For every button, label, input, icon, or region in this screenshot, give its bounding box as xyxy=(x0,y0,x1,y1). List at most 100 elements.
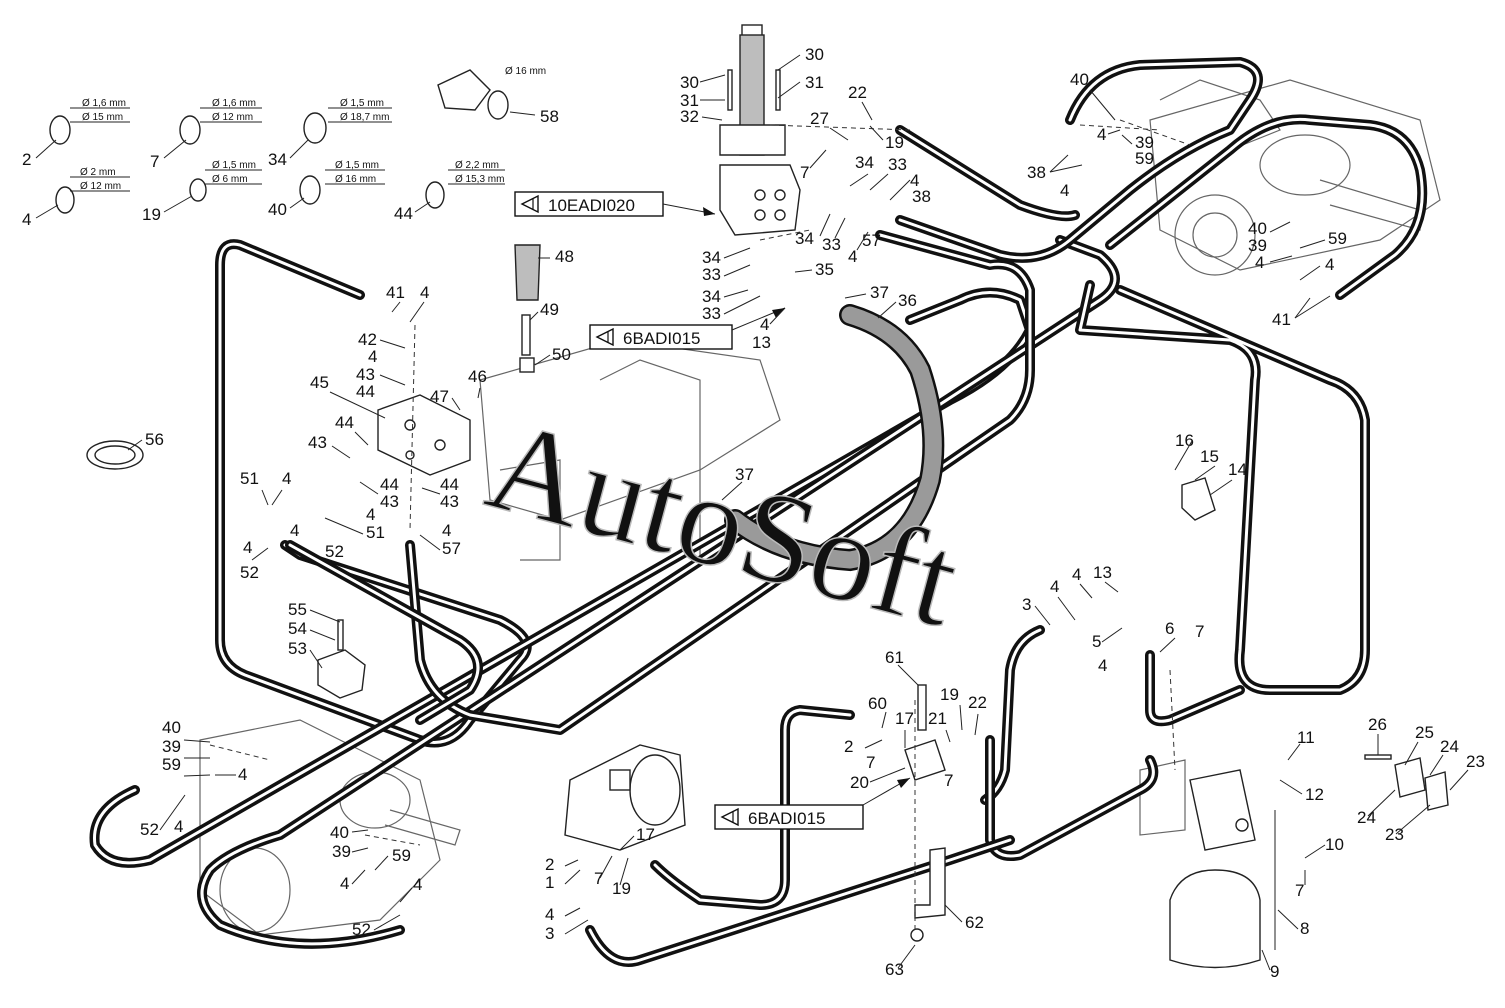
callout-39d: 39 xyxy=(332,842,351,861)
callout-9: 9 xyxy=(1270,962,1279,981)
callout-31: 31 xyxy=(680,91,699,110)
callout-4d: 4 xyxy=(760,315,769,334)
callout-40: 40 xyxy=(268,200,287,219)
callout-19: 19 xyxy=(142,205,161,224)
seal-44-dim-1: Ø 2,2 mm xyxy=(455,160,499,171)
callout-40d: 40 xyxy=(162,718,181,737)
callout-43d: 43 xyxy=(440,492,459,511)
assembly-lines xyxy=(209,119,1191,930)
callout-40e: 40 xyxy=(330,823,349,842)
callout-19b: 19 xyxy=(885,133,904,152)
callout-23: 23 xyxy=(1466,752,1485,771)
callout-44b: 44 xyxy=(356,382,375,401)
callout-4w: 4 xyxy=(545,905,554,924)
callout-49: 49 xyxy=(540,300,559,319)
ref-label-6badi015-bottom: 6BADI015 xyxy=(748,809,826,828)
callout-55: 55 xyxy=(288,600,307,619)
callout-39c: 39 xyxy=(162,737,181,756)
callout-4q: 4 xyxy=(1072,565,1081,584)
callout-44c: 44 xyxy=(335,413,354,432)
callout-44e: 44 xyxy=(440,475,459,494)
callout-62: 62 xyxy=(965,913,984,932)
suction-hose-36 xyxy=(724,304,945,572)
callout-22: 22 xyxy=(848,83,867,102)
seal-44-dim-2: Ø 15,3 mm xyxy=(455,174,504,185)
callout-33b: 33 xyxy=(822,235,841,254)
callout-21: 21 xyxy=(928,709,947,728)
callout-4t: 4 xyxy=(174,817,183,836)
callout-38b: 38 xyxy=(1027,163,1046,182)
callout-4k: 4 xyxy=(282,469,291,488)
callout-26: 26 xyxy=(1368,715,1387,734)
callout-52b: 52 xyxy=(240,563,259,582)
ref-label-6badi015-top: 6BADI015 xyxy=(623,329,701,348)
callout-7g: 7 xyxy=(594,869,603,888)
callout-33: 33 xyxy=(888,155,907,174)
callout-44: 44 xyxy=(394,204,413,223)
callout-52c: 52 xyxy=(140,820,159,839)
callout-36: 36 xyxy=(898,291,917,310)
seal-34-dim-1: Ø 1,5 mm xyxy=(340,98,384,109)
seal-4-dim-1: Ø 2 mm xyxy=(80,167,116,178)
callout-37b: 37 xyxy=(735,465,754,484)
callout-4l: 4 xyxy=(366,505,375,524)
seal-4-dim-2: Ø 12 mm xyxy=(80,181,121,192)
callout-34d: 34 xyxy=(702,248,721,267)
callout-20: 20 xyxy=(850,773,869,792)
callout-40b: 40 xyxy=(1070,70,1089,89)
callout-4c: 4 xyxy=(848,247,857,266)
callout-54: 54 xyxy=(288,619,307,638)
callout-33d: 33 xyxy=(702,304,721,323)
callout-4p: 4 xyxy=(1050,577,1059,596)
callout-30: 30 xyxy=(680,73,699,92)
callout-4u: 4 xyxy=(340,874,349,893)
callout-8: 8 xyxy=(1300,919,1309,938)
ref-label-10eadi020: 10EADI020 xyxy=(548,196,635,215)
callout-37: 37 xyxy=(870,283,889,302)
callout-58: 58 xyxy=(540,107,559,126)
callout-22b: 22 xyxy=(968,693,987,712)
callout-7d: 7 xyxy=(866,753,875,772)
callout-13: 13 xyxy=(752,333,771,352)
callout-45: 45 xyxy=(310,373,329,392)
callout-13b: 13 xyxy=(1093,563,1112,582)
seal-ring-40 xyxy=(299,175,321,205)
seal-7-dim-1: Ø 1,6 mm xyxy=(212,98,256,109)
callout-15: 15 xyxy=(1200,447,1219,466)
callout-30b: 30 xyxy=(805,45,824,64)
reference-box-6badi015-top: 6BADI015 xyxy=(589,307,786,350)
callout-4: 4 xyxy=(22,210,31,229)
hydraulic-pump xyxy=(564,744,686,851)
callout-1: 1 xyxy=(545,873,554,892)
seal-58-dim: Ø 16 mm xyxy=(505,66,546,77)
seal-ring-7 xyxy=(179,115,201,145)
callout-39: 39 xyxy=(1135,133,1154,152)
leader-lines xyxy=(127,54,1469,971)
seal-2-dim-2: Ø 15 mm xyxy=(82,112,123,123)
callout-61: 61 xyxy=(885,648,904,667)
callout-numbers: 2 4 7 19 34 40 44 58 30 31 32 30 31 27 2… xyxy=(22,45,1485,981)
callout-40c: 40 xyxy=(1248,219,1267,238)
callout-2: 2 xyxy=(22,150,31,169)
callout-4j: 4 xyxy=(368,347,377,366)
callout-34c: 34 xyxy=(795,229,814,248)
callout-41b: 41 xyxy=(386,283,405,302)
seal-ring-44 xyxy=(425,181,445,209)
seal-dimension-labels: Ø 1,6 mm Ø 15 mm Ø 2 mm Ø 12 mm Ø 1,6 mm… xyxy=(80,66,546,192)
callout-60: 60 xyxy=(868,694,887,713)
seal-legend xyxy=(35,107,536,219)
callout-7b: 7 xyxy=(800,163,809,182)
callout-35: 35 xyxy=(815,260,834,279)
callout-4m: 4 xyxy=(442,521,451,540)
callout-14: 14 xyxy=(1228,460,1247,479)
seal-ring-2 xyxy=(49,115,71,145)
callout-52: 52 xyxy=(325,542,344,561)
seal-34-dim-2: Ø 18,7 mm xyxy=(340,112,389,123)
callout-7f: 7 xyxy=(1295,881,1304,900)
callout-4n: 4 xyxy=(243,538,252,557)
callout-10: 10 xyxy=(1325,835,1344,854)
callout-48: 48 xyxy=(555,247,574,266)
callout-59c: 59 xyxy=(162,755,181,774)
callout-42: 42 xyxy=(358,330,377,349)
nut-58 xyxy=(437,69,509,120)
